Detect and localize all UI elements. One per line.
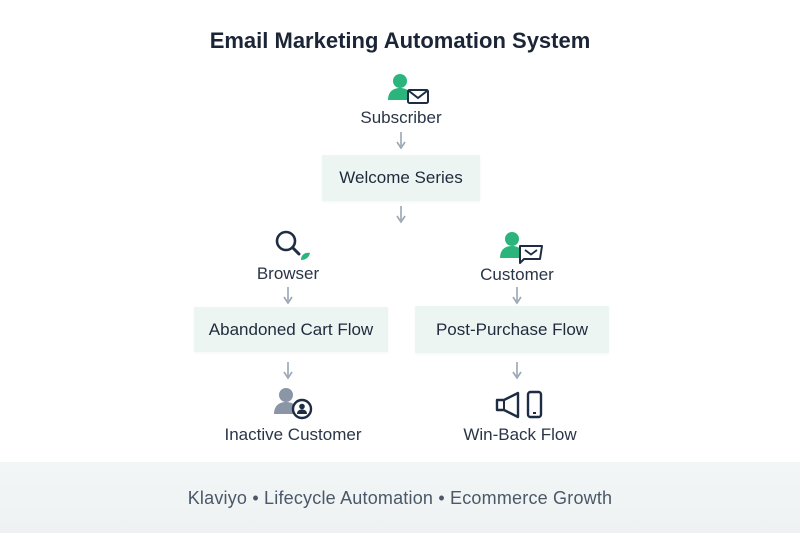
footer-text: Klaviyo • Lifecycle Automation • Ecommer…: [187, 488, 613, 508]
user-mail-icon: [388, 74, 429, 104]
user-badge-icon: [274, 388, 313, 420]
megaphone-phone-icon: [495, 390, 543, 419]
node-post-purchase-flow: Post-Purchase Flow: [415, 306, 609, 353]
footer-band: [0, 462, 800, 533]
node-win-back-flow: Win-Back Flow: [463, 425, 577, 444]
node-browser: Browser: [256, 264, 320, 283]
arrow-subscriber-welcome: [396, 132, 406, 150]
node-welcome-series: Welcome Series: [322, 155, 480, 201]
diagram-title: Email Marketing Automation System: [209, 28, 591, 53]
arrow-postpurchase-winback: [512, 362, 522, 380]
node-abandoned-cart-flow: Abandoned Cart Flow: [194, 307, 388, 352]
node-inactive-customer: Inactive Customer: [224, 425, 362, 444]
node-customer: Customer: [480, 265, 554, 284]
arrow-browser-cart: [283, 287, 293, 305]
user-chat-icon: [500, 232, 543, 264]
arrow-customer-postpurchase: [512, 287, 522, 305]
arrow-cart-inactive: [283, 362, 293, 380]
magnifier-leaf-icon: [275, 230, 310, 260]
arrow-welcome-split: [396, 206, 406, 224]
node-subscriber: Subscriber: [360, 108, 442, 127]
